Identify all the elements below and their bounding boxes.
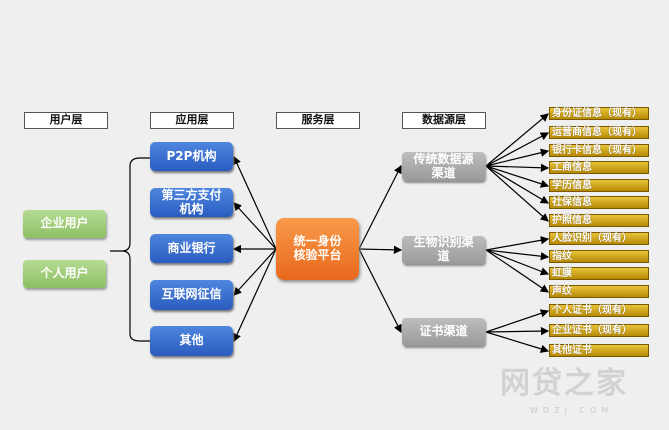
data-source-item: 虹膜 xyxy=(549,267,649,280)
connector-arrow xyxy=(233,155,277,250)
data-source-item: 身份证信息（现有） xyxy=(549,107,649,120)
header-service-layer: 服务层 xyxy=(276,112,360,129)
connector-arrow xyxy=(485,113,549,167)
data-source-item: 指纹 xyxy=(549,250,649,263)
data-source-item: 护照信息 xyxy=(549,214,649,227)
data-source-item: 企业证书（现有） xyxy=(549,324,649,337)
connector-arrow xyxy=(485,331,550,353)
data-source-item: 工商信息 xyxy=(549,161,649,174)
header-app-layer: 应用层 xyxy=(150,112,234,129)
watermark-domain: WDZJ.COM xyxy=(530,406,614,415)
user-enterprise: 企业用户 xyxy=(23,210,106,238)
app-p2p: P2P机构 xyxy=(150,142,233,171)
app-commercial-bank: 商业银行 xyxy=(150,234,233,263)
unified-identity-platform: 统一身份核验平台 xyxy=(276,218,359,280)
connector-arrow xyxy=(485,249,550,261)
data-source-item: 其他证书 xyxy=(549,344,649,357)
connector-arrow xyxy=(233,202,277,250)
data-source-item: 学历信息 xyxy=(549,179,649,192)
user-individual: 个人用户 xyxy=(23,260,106,288)
data-source-item: 个人证书（现有） xyxy=(549,304,649,317)
data-source-item: 银行卡信息（现有） xyxy=(549,144,649,157)
watermark-logo: 网贷之家 xyxy=(500,366,628,401)
channel-biometric: 生物识别渠道 xyxy=(402,235,485,264)
connector-arrow xyxy=(485,165,550,188)
connector-arrow xyxy=(485,132,550,167)
app-third-party-payment: 第三方支付机构 xyxy=(150,188,233,217)
user-brace xyxy=(110,157,150,342)
data-source-item: 人脸识别（现有） xyxy=(549,232,649,245)
connector-arrow xyxy=(485,309,550,333)
app-other: 其他 xyxy=(150,326,233,356)
connector-arrow xyxy=(233,248,277,296)
connector-arrow xyxy=(485,165,550,204)
connector-arrow xyxy=(485,163,550,172)
connector-arrow xyxy=(485,249,550,276)
connector-arrow xyxy=(233,248,277,343)
connector-lines xyxy=(232,113,550,353)
header-user-layer: 用户层 xyxy=(24,112,108,129)
connector-arrow xyxy=(485,148,550,167)
data-source-item: 声纹 xyxy=(549,285,649,298)
connector-arrow xyxy=(358,248,402,334)
connector-arrow xyxy=(358,245,403,255)
channel-traditional: 传统数据源渠道 xyxy=(402,152,485,181)
data-source-item: 社保信息 xyxy=(549,196,649,209)
connector-arrow xyxy=(485,165,549,222)
header-data-layer: 数据源层 xyxy=(402,112,486,129)
connector-arrow xyxy=(485,236,550,251)
connector-arrow xyxy=(358,164,402,250)
channel-certificate: 证书渠道 xyxy=(402,318,485,346)
connector-arrow xyxy=(485,249,549,293)
data-source-item: 运营商信息（现有） xyxy=(549,126,649,139)
app-internet-credit: 互联网征信 xyxy=(150,280,233,310)
connector-arrow xyxy=(485,326,550,336)
